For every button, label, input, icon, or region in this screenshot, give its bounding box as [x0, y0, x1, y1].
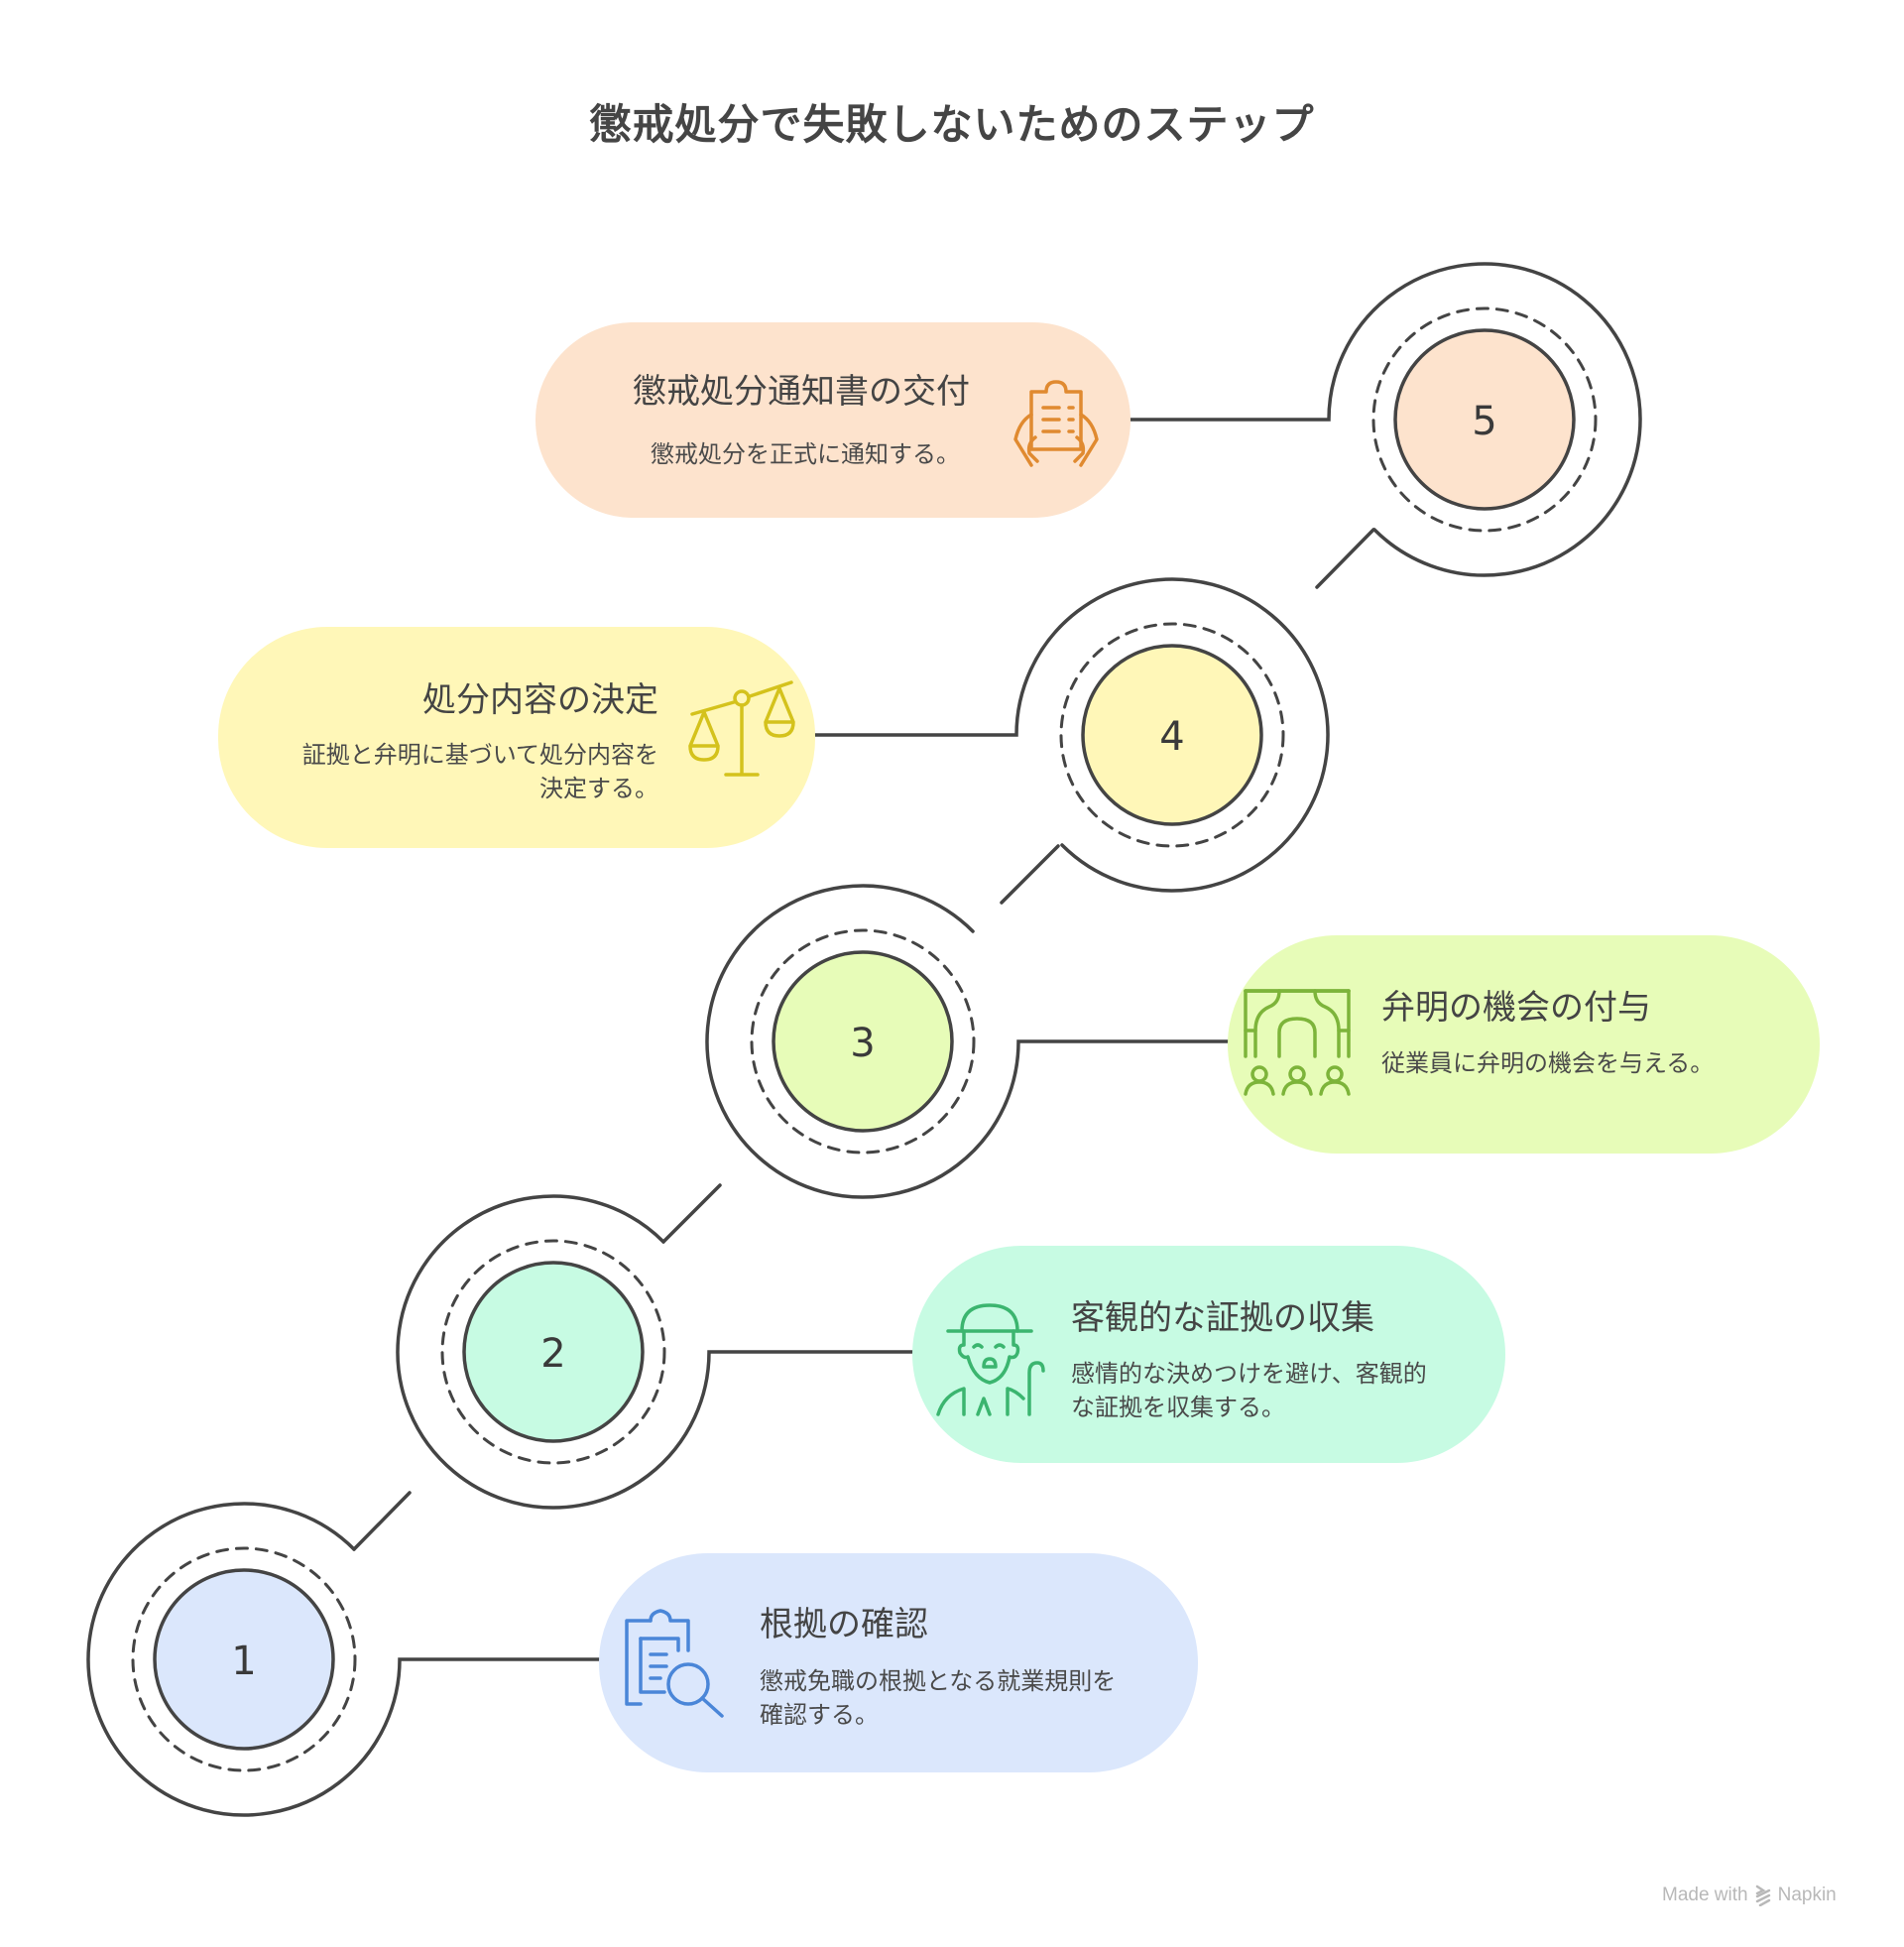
ring-link-2 [661, 1183, 722, 1244]
balance-scale-icon [688, 680, 795, 777]
step-title: 処分内容の決定 [422, 680, 658, 720]
outer-ring-3 [705, 884, 1230, 1199]
dashed-ring-4 [1059, 622, 1285, 848]
step-card-5: 懲戒処分通知書の交付 懲戒処分を正式に通知する。 [536, 322, 1130, 518]
audience-stage-icon [1244, 989, 1351, 1096]
step-card-1: 根拠の確認 懲戒免職の根拠となる就業規則を確認する。 [599, 1553, 1198, 1772]
step-card-2: 客観的な証拠の収集 感情的な決めつけを避け、客観的な証拠を収集する。 [912, 1246, 1505, 1463]
step-number-3: 3 [850, 1021, 875, 1066]
step-description: 従業員に弁明の機会を与える。 [1381, 1049, 1715, 1077]
napkin-logo-icon [1755, 1885, 1770, 1906]
step-title: 客観的な証拠の収集 [1071, 1298, 1374, 1338]
step-card-3: 弁明の機会の付与 従業員に弁明の機会を与える。 [1228, 935, 1820, 1154]
footer-brand: Napkin [1777, 1885, 1837, 1905]
step-number-1: 1 [231, 1639, 256, 1684]
step-number-circle-5 [1393, 328, 1576, 511]
outer-ring-4 [813, 577, 1330, 893]
outer-ring-1 [86, 1502, 601, 1817]
dashed-ring-5 [1371, 306, 1598, 533]
step-description: 感情的な決めつけを避け、客観的な証拠を収集する。 [1071, 1360, 1427, 1421]
step-title: 弁明の機会の付与 [1381, 988, 1651, 1028]
step-number-circle-3 [772, 950, 954, 1133]
dashed-ring-3 [750, 928, 976, 1155]
step-card-4: 処分内容の決定 証拠と弁明に基づいて処分内容を決定する。 [218, 627, 815, 848]
step-description: 懲戒処分を正式に通知する。 [651, 440, 960, 468]
clipboard-search-icon [625, 1609, 724, 1718]
footer-made-with: Made with [1662, 1885, 1748, 1905]
page-title: 懲戒処分で失敗しないためのステップ [589, 100, 1315, 149]
step-number-circle-4 [1081, 644, 1263, 826]
step-title: 根拠の確認 [760, 1605, 928, 1644]
step-number-circle-2 [462, 1261, 645, 1443]
step-number-circle-1 [153, 1568, 335, 1751]
outer-ring-5 [1129, 262, 1642, 577]
outer-ring-2 [396, 1194, 914, 1510]
step-number-4: 4 [1159, 714, 1184, 760]
footer-attribution: Made with Napkin [1662, 1885, 1837, 1906]
step-description: 証拠と弁明に基づいて処分内容を決定する。 [301, 741, 658, 802]
ring-link-1 [352, 1491, 412, 1551]
dashed-ring-2 [440, 1239, 666, 1465]
dashed-ring-1 [131, 1546, 357, 1772]
hands-holding-document-icon [1013, 380, 1099, 467]
step-number-2: 2 [540, 1331, 565, 1377]
step-title: 懲戒処分通知書の交付 [633, 372, 970, 412]
old-man-with-cane-icon [936, 1303, 1045, 1416]
ring-link-4 [1315, 528, 1375, 589]
ring-link-3 [1000, 844, 1060, 905]
step-number-5: 5 [1472, 399, 1496, 444]
step-description: 懲戒免職の根拠となる就業規則を確認する。 [760, 1667, 1117, 1729]
